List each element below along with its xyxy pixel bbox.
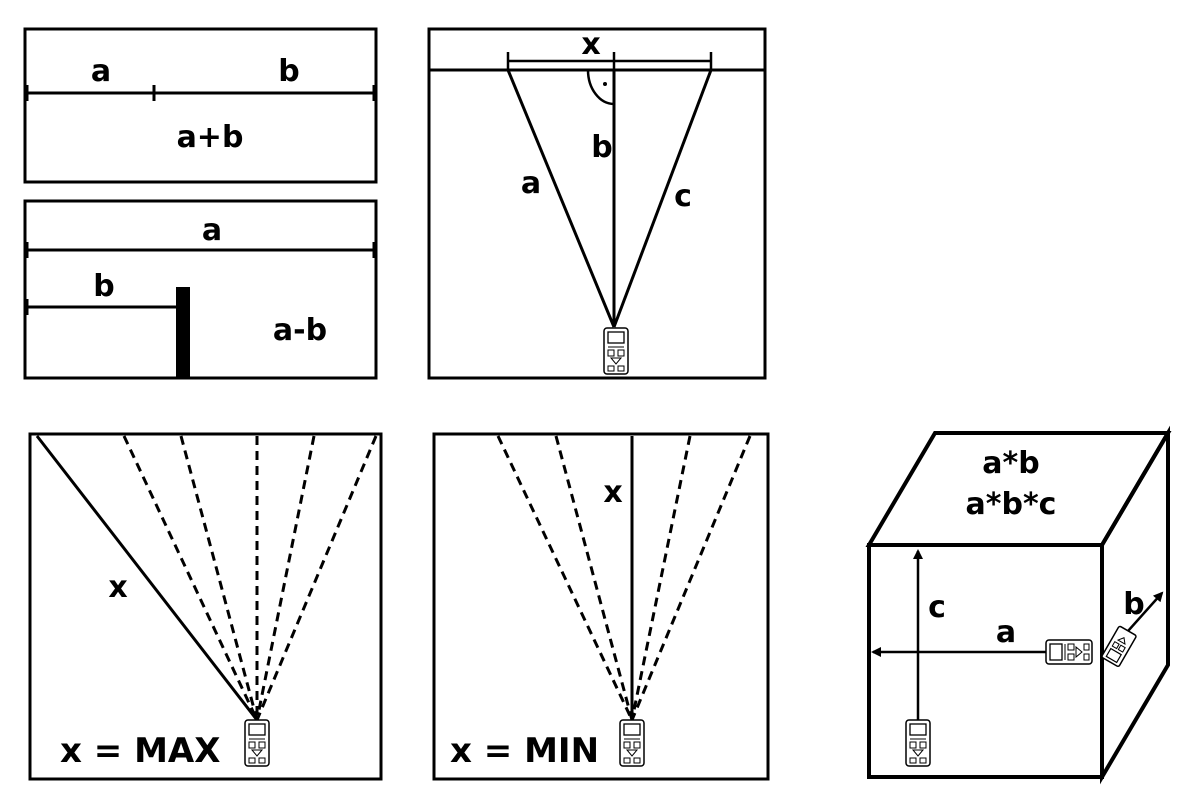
label-volume: a*b*c [966,487,1057,522]
label-area: a*b [982,446,1039,481]
laser-meter-icon [1045,639,1093,665]
caption-max: x = MAX [60,731,220,771]
caption-min: x = MIN [450,731,599,771]
laser-meter-icon [244,719,270,767]
panel-min-frame [432,432,770,781]
panel-max: x x = MAX [28,432,383,781]
label-b: b [591,130,612,165]
panel-addition: a b a+b [23,27,378,184]
laser-meter-icon [1101,625,1137,668]
label-x: x [603,475,622,510]
panel-cube: a*b a*b*c a b c [865,425,1172,785]
label-a: a [91,54,111,89]
label-b: b [93,269,114,304]
label-a: a [521,166,541,201]
label-sum: a+b [177,120,244,155]
panel-max-frame [28,432,383,781]
solid-beam [35,435,259,721]
panel-subtraction: a b a-b [23,199,378,380]
label-a: a [996,615,1016,650]
panel-addition-frame [23,27,378,184]
label-difference: a-b [273,313,327,348]
label-b: b [1123,587,1144,622]
laser-meter-icon [905,719,931,767]
laser-meter-icon [619,719,645,767]
panel-pythagoras-frame [427,27,767,380]
laser-meter-icon [603,327,629,375]
panel-min: x x = MIN [432,432,770,781]
label-x: x [581,27,600,62]
label-x: x [108,570,127,605]
label-b: b [278,54,299,89]
label-c: c [928,590,946,625]
label-c: c [674,179,692,214]
obstacle-wall [176,287,190,378]
right-angle-mark [586,69,615,106]
cube-side-face [1100,425,1170,785]
panel-pythagoras: x a b c [427,27,767,380]
label-a: a [202,213,222,248]
panel-subtraction-frame [23,199,378,380]
